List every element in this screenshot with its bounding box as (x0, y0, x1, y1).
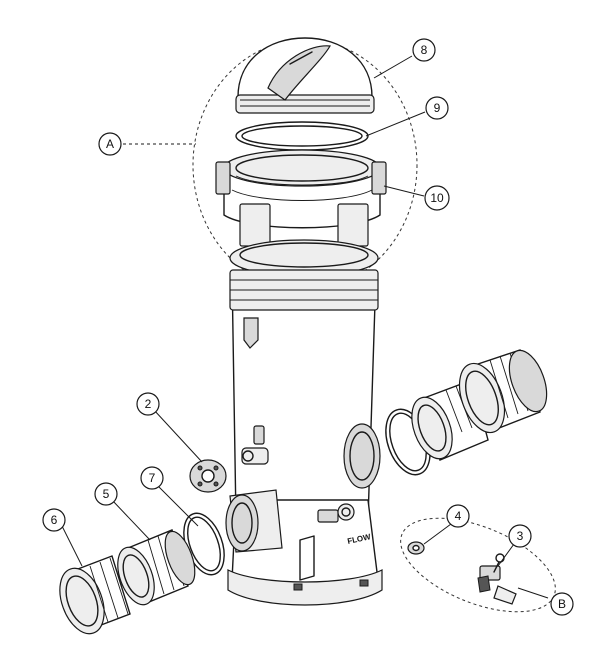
union-nut-part-6 (59, 555, 131, 635)
callout-8: 8 (412, 38, 436, 62)
o-ring-part-9 (235, 121, 369, 151)
callout-a-text: A (106, 137, 114, 151)
callout-2: 2 (136, 392, 160, 416)
callout-3-text: 3 (517, 529, 524, 543)
callout-6-text: 6 (51, 513, 58, 527)
callout-4: 4 (446, 504, 470, 528)
group-b-outline (400, 517, 556, 613)
callout-a: A (98, 132, 122, 156)
outlet-port (343, 423, 381, 489)
callout-10: 10 (424, 185, 450, 211)
callout-2-text: 2 (145, 397, 152, 411)
lid-part-8 (235, 37, 375, 114)
callout-9-text: 9 (434, 101, 441, 115)
leader-lines (61, 55, 549, 599)
callout-5: 5 (94, 482, 118, 506)
callout-8-text: 8 (421, 43, 428, 57)
washer-part-4 (407, 541, 425, 555)
callout-7: 7 (140, 466, 164, 490)
drain-plug-part-2 (189, 459, 227, 493)
callout-3: 3 (508, 524, 532, 548)
drain-valve-part-3 (477, 553, 517, 605)
callout-5-text: 5 (103, 487, 110, 501)
filter-tank-body: FLOW (227, 239, 383, 606)
tailpiece-part-5 (117, 529, 196, 606)
drain-stem (241, 447, 269, 465)
callout-10-text: 10 (430, 191, 444, 205)
callout-6: 6 (42, 508, 66, 532)
callout-b-text: B (558, 597, 566, 611)
callout-4-text: 4 (455, 509, 462, 523)
inlet-port (225, 489, 283, 553)
right-union-nut (458, 349, 548, 434)
lock-ring-part-10 (215, 149, 387, 247)
callout-7-text: 7 (149, 471, 156, 485)
callout-b: B (550, 592, 574, 616)
callout-9: 9 (425, 96, 449, 120)
